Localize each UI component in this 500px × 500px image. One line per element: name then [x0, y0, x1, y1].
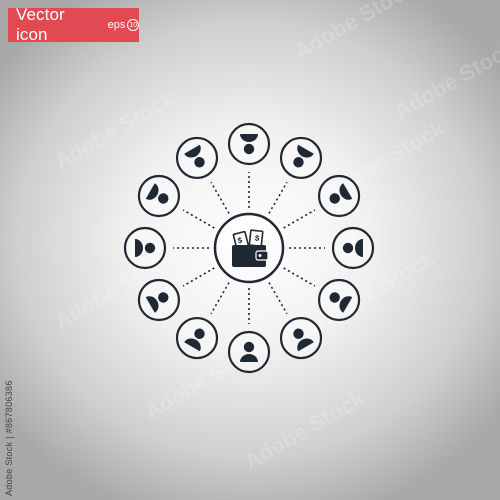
person-icon [331, 226, 375, 270]
center-hub: $ $ [213, 212, 285, 284]
vector-icon-badge: Vector icon eps 10 [8, 5, 139, 44]
connector-line [268, 282, 288, 315]
badge-version: 10 [127, 19, 139, 31]
connector-line [182, 267, 215, 287]
connector-line [268, 181, 288, 214]
connector-line [283, 209, 316, 229]
wallet-with-dollar-bills-icon: $ $ [232, 229, 269, 267]
watermark-text: Adobe Stock [290, 0, 420, 64]
connector-lines [173, 172, 325, 324]
center-ring [213, 212, 285, 284]
connector-line [210, 181, 230, 214]
stock-id-label: Adobe Stock | #867806386 [4, 380, 14, 496]
connector-line [210, 282, 230, 315]
person-icon [279, 316, 323, 360]
person-icon [137, 174, 181, 218]
watermark-text: Adobe Stock [50, 85, 180, 174]
person-icon [317, 278, 361, 322]
person-icon [175, 136, 219, 180]
badge-title: Vector icon [16, 5, 65, 44]
connector-line [182, 209, 215, 229]
person-icon [227, 122, 271, 166]
watermark-text: Adobe Stock [240, 385, 370, 474]
badge-format: eps [107, 19, 126, 31]
watermark-text: Adobe Stock [390, 35, 500, 124]
connector-line [283, 267, 316, 287]
person-icon [279, 136, 323, 180]
user-nodes [123, 122, 375, 374]
svg-text:$: $ [254, 234, 260, 243]
svg-text:$: $ [237, 235, 244, 245]
person-icon [317, 174, 361, 218]
person-icon [137, 278, 181, 322]
person-icon [123, 226, 167, 270]
person-icon [227, 330, 271, 374]
person-icon [175, 316, 219, 360]
